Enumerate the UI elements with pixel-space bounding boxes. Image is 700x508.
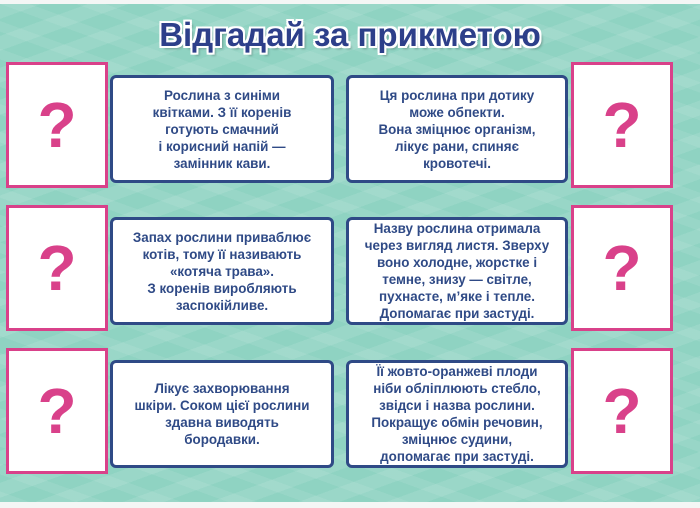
answer-box-1[interactable]: ?	[6, 62, 108, 188]
answer-box-2[interactable]: ?	[571, 62, 673, 188]
riddle-card-1: Рослина з синіми квітками. З її коренів …	[110, 75, 334, 183]
riddle-card-5: Лікує захворювання шкіри. Соком цієї рос…	[110, 360, 334, 468]
riddle-card-3: Запах рослини приваблює котів, тому її н…	[110, 217, 334, 325]
answer-box-4[interactable]: ?	[571, 205, 673, 331]
riddle-card-6: Її жовто-оранжеві плоди ніби обліплюють …	[346, 360, 568, 468]
answer-box-6[interactable]: ?	[571, 348, 673, 474]
riddle-card-2: Ця рослина при дотику може обпекти. Вона…	[346, 75, 568, 183]
answer-box-3[interactable]: ?	[6, 205, 108, 331]
page-title: Відгадай за прикметою	[159, 16, 541, 53]
answer-box-5[interactable]: ?	[6, 348, 108, 474]
riddle-card-4: Назву рослина отримала через вигляд лист…	[346, 217, 568, 325]
